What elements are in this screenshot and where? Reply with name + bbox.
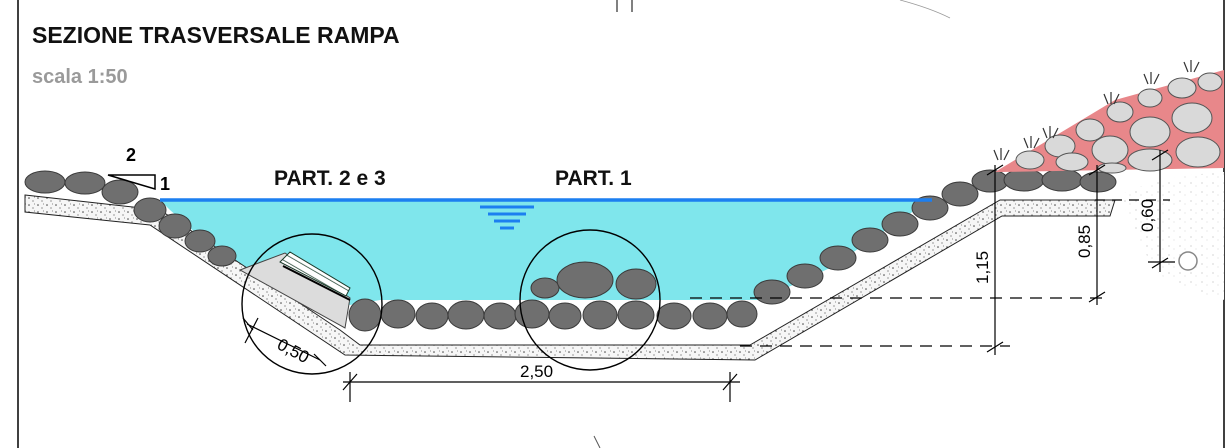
dim-bottom-width: 2,50 — [520, 362, 553, 381]
dim-side-thickness: 0,50 — [274, 335, 312, 367]
water-body — [160, 200, 930, 305]
drawing-title: SEZIONE TRASVERSALE RAMPA — [32, 22, 400, 48]
dim-depth-total: 1,15 — [973, 251, 992, 284]
bank-ground-right — [1120, 172, 1224, 300]
rock-layer-bottom — [380, 299, 758, 330]
drawing-scale: scala 1:50 — [32, 66, 128, 88]
boulder-group-part1 — [530, 261, 657, 300]
vegetation-icon — [993, 60, 1200, 161]
survey-marker-icon — [1178, 251, 1198, 271]
dim-depth-water: 0,85 — [1075, 225, 1094, 258]
detail-circle-part1 — [519, 229, 661, 371]
gravel-bedding-layer — [24, 194, 1116, 361]
dim-bank-height: 0,60 — [1138, 199, 1157, 232]
part-label-2-3: PART. 2 e 3 — [274, 167, 386, 190]
water-level-icon — [480, 205, 534, 230]
riprap-embankment — [993, 60, 1224, 174]
part-label-1: PART. 1 — [555, 167, 632, 190]
rock-layer-right-bank — [753, 168, 1117, 305]
slope-horizontal-label: 2 — [126, 145, 136, 165]
dimension-lines — [242, 149, 1175, 402]
grass-mat-icon — [279, 251, 351, 301]
geotextile-block — [238, 252, 351, 329]
slope-indicator: 2 1 — [107, 145, 170, 194]
slope-vertical-label: 1 — [160, 174, 170, 194]
detail-circle-part2-3 — [241, 233, 383, 375]
